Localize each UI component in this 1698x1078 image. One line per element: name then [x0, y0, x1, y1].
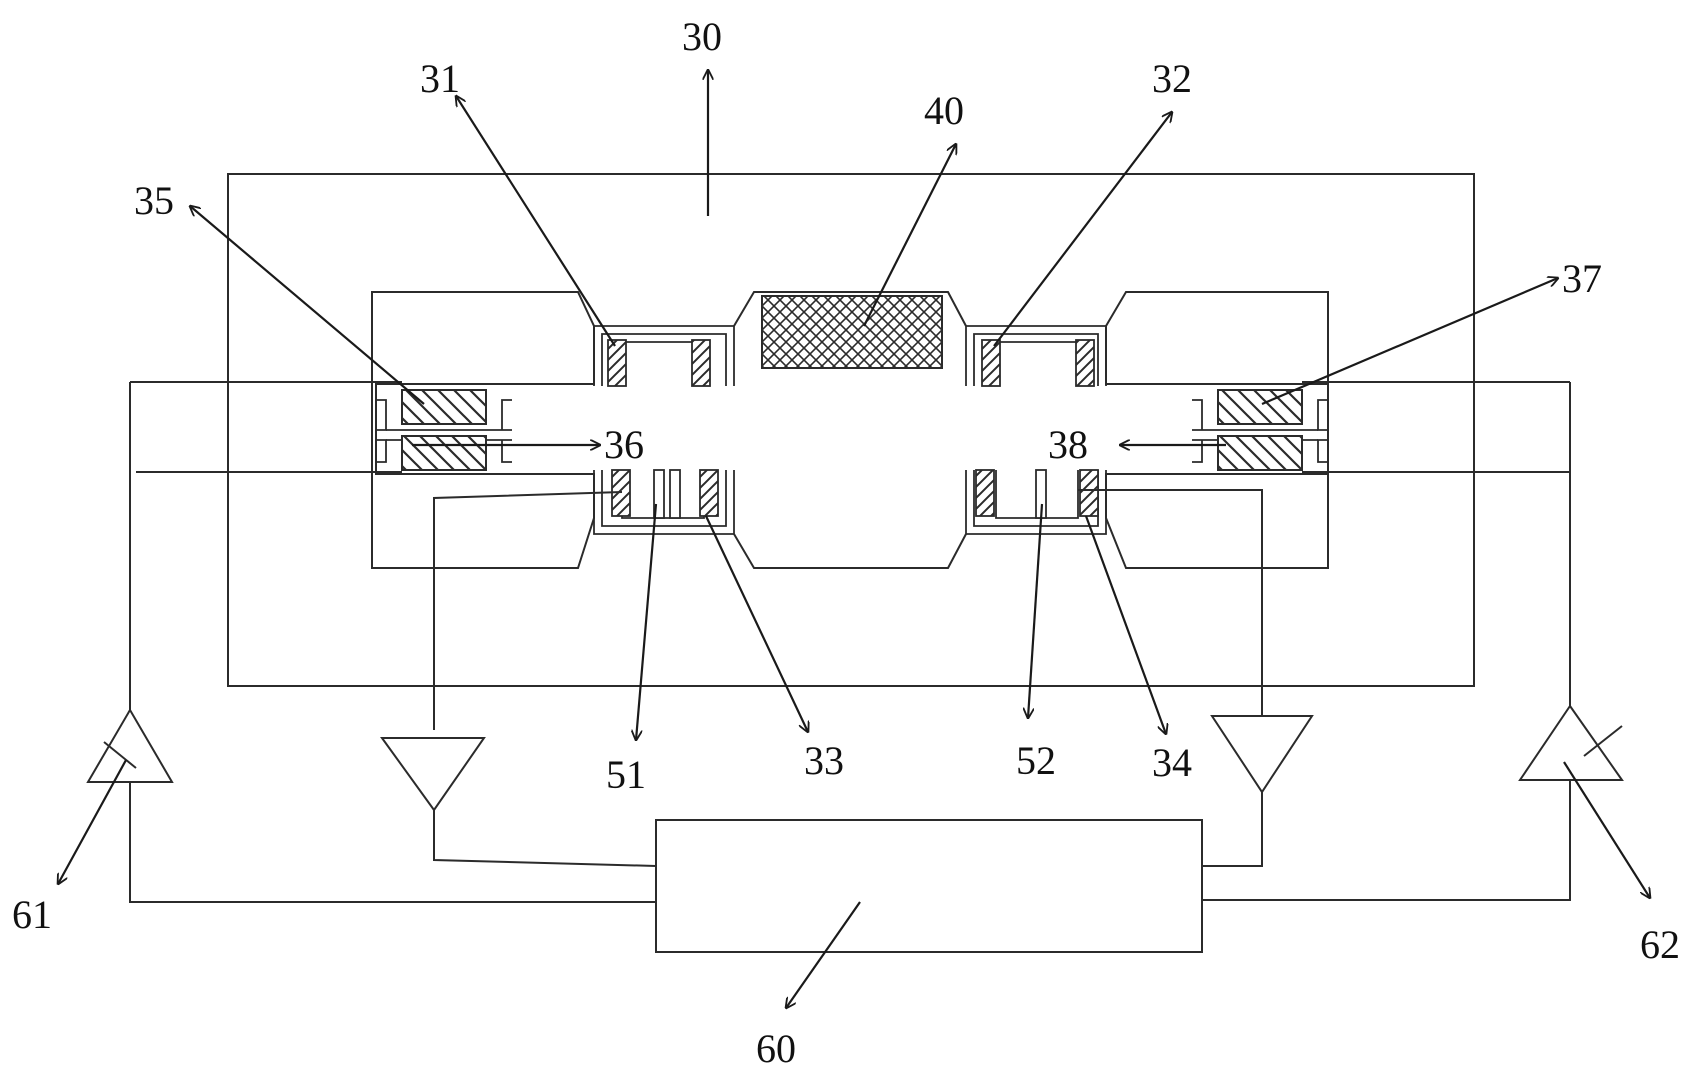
label-51: 51 [606, 752, 646, 797]
sense-finger-51 [653, 469, 665, 519]
amplifier-sense-left [380, 737, 657, 867]
control-unit [655, 819, 1203, 953]
label-38: 38 [1048, 422, 1088, 467]
amplifier-61 [86, 382, 656, 903]
electrode-35 [401, 389, 487, 425]
label-36: 36 [604, 422, 644, 467]
label-30: 30 [682, 14, 722, 59]
label-37: 37 [1562, 256, 1602, 301]
sense-line-right [1078, 489, 1263, 716]
proof-mass [761, 295, 943, 369]
sense-line-left [433, 491, 623, 730]
electrode-34 [965, 469, 1107, 535]
electrode-38 [1217, 435, 1303, 471]
actuator-37-38 [1192, 389, 1328, 471]
electrode-31 [593, 325, 735, 387]
label-60: 60 [756, 1026, 796, 1071]
electrode-33 [593, 469, 735, 535]
amplifier-62 [1202, 382, 1624, 901]
cavity-center [733, 291, 967, 569]
label-62: 62 [1640, 922, 1680, 967]
electrode-37 [1217, 389, 1303, 425]
label-31: 31 [420, 56, 460, 101]
electrode-32 [965, 325, 1107, 387]
label-61: 61 [12, 892, 52, 937]
actuator-35-36 [376, 389, 512, 471]
label-52: 52 [1016, 738, 1056, 783]
label-40: 40 [924, 88, 964, 133]
electrode-36 [401, 435, 487, 471]
label-32: 32 [1152, 56, 1192, 101]
leader-arrows [58, 70, 1650, 1008]
amplifier-sense-right [1202, 715, 1314, 867]
label-35: 35 [134, 178, 174, 223]
label-34: 34 [1152, 740, 1192, 785]
substrate-frame [227, 173, 1475, 687]
cavity-outline [371, 291, 1329, 569]
label-33: 33 [804, 738, 844, 783]
